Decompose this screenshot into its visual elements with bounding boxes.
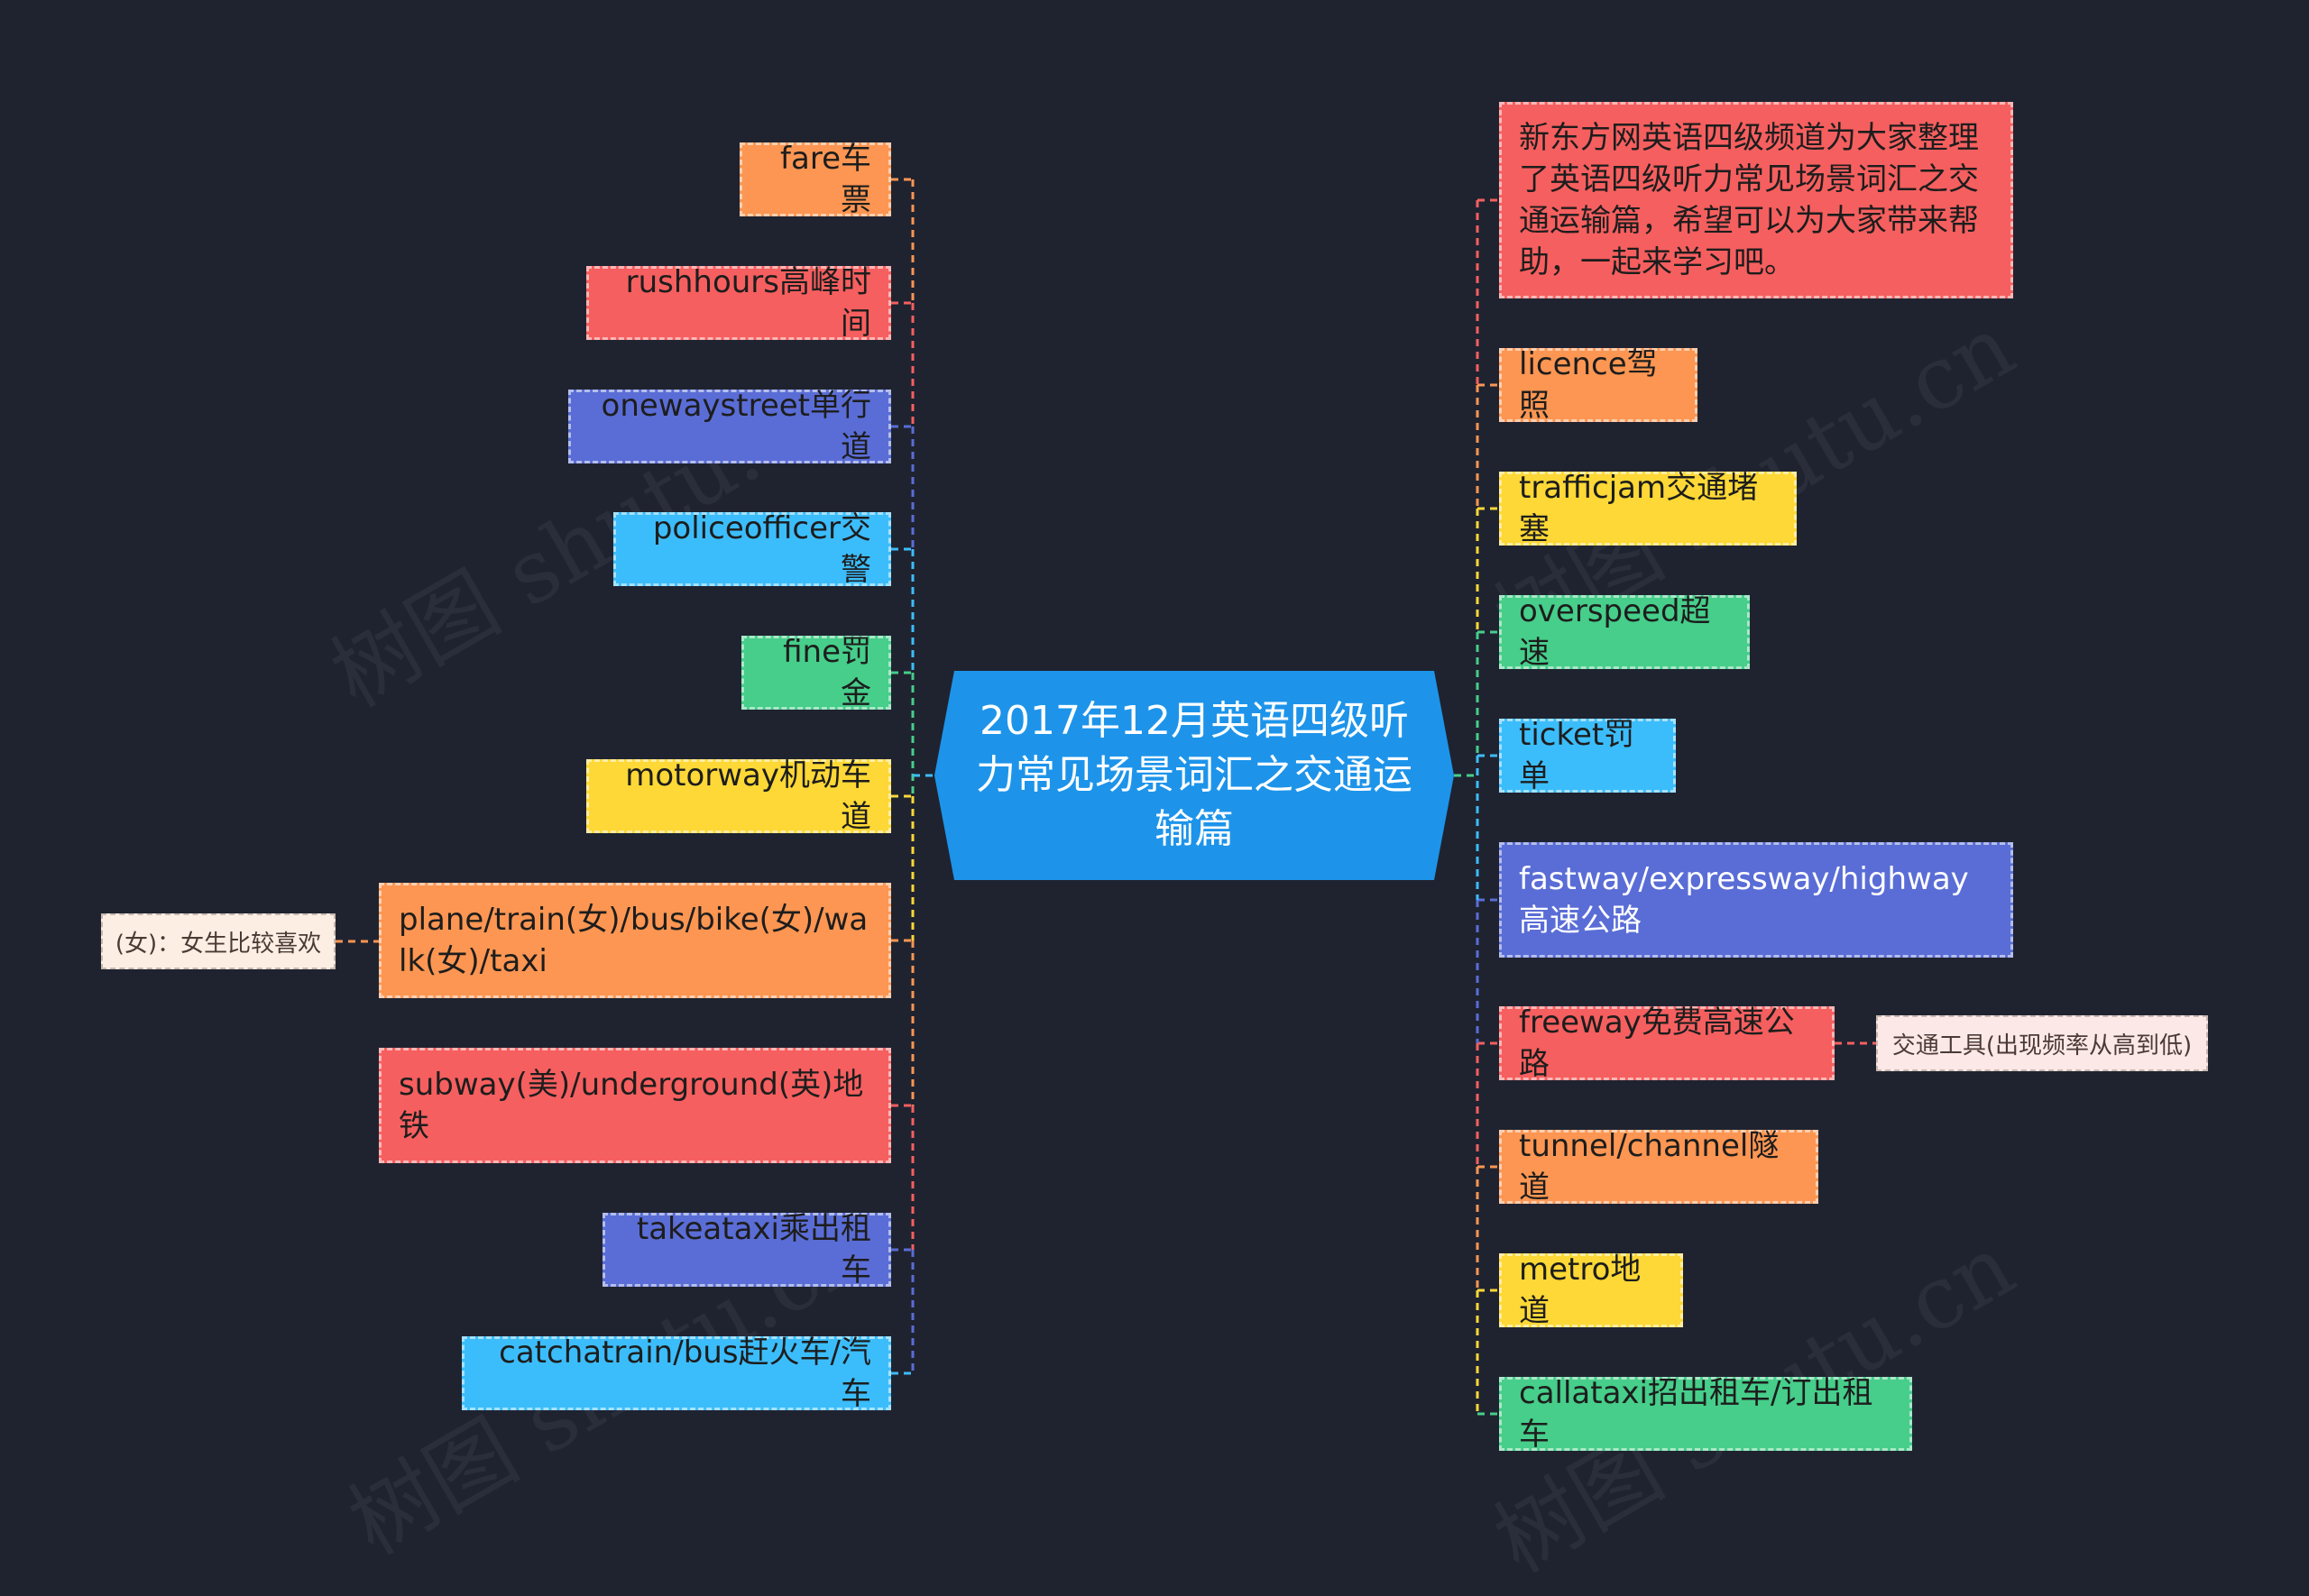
node-fastway[interactable]: fastway/expressway/highway高速公路 <box>1499 842 2013 958</box>
node-fine[interactable]: fine罚金 <box>741 634 891 711</box>
node-motorway[interactable]: motorway机动车道 <box>586 757 891 835</box>
node-overspeed[interactable]: overspeed超速 <box>1499 593 1750 671</box>
mind-map-canvas: 树图 shutu.cn 树图 shutu.cn 树图 shutu.cn 树图 s… <box>101 102 2208 1592</box>
node-rushhours[interactable]: rushhours高峰时间 <box>586 264 891 342</box>
node-transport-modes[interactable]: plane/train(女)/bus/bike(女)/walk(女)/taxi <box>379 883 891 998</box>
node-intro[interactable]: 新东方网英语四级频道为大家整理了英语四级听力常见场景词汇之交通运输篇，希望可以为… <box>1499 102 2013 298</box>
node-takeataxi[interactable]: takeataxi乘出租车 <box>603 1211 891 1289</box>
node-trafficjam[interactable]: trafficjam交通堵塞 <box>1499 470 1797 547</box>
node-ticket[interactable]: ticket罚单 <box>1499 717 1676 794</box>
note-female[interactable]: (女)：女生比较喜欢 <box>101 913 336 969</box>
node-fare[interactable]: fare车票 <box>740 141 891 218</box>
central-topic[interactable]: 2017年12月英语四级听力常见场景词汇之交通运输篇 <box>934 671 1454 880</box>
node-policeofficer[interactable]: policeofficer交警 <box>613 510 891 588</box>
node-catchatrain[interactable]: catchatrain/bus赶火车/汽车 <box>462 1335 891 1412</box>
node-callataxi[interactable]: callataxi招出租车/订出租车 <box>1499 1375 1912 1453</box>
note-transport[interactable]: 交通工具(出现频率从高到低) <box>1876 1015 2208 1071</box>
node-subway[interactable]: subway(美)/underground(英)地铁 <box>379 1048 891 1163</box>
node-licence[interactable]: licence驾照 <box>1499 346 1697 424</box>
node-onewaystreet[interactable]: onewaystreet单行道 <box>568 388 891 465</box>
node-tunnel[interactable]: tunnel/channel隧道 <box>1499 1128 1818 1206</box>
connector-lines <box>336 178 1876 1416</box>
node-metro[interactable]: metro地道 <box>1499 1252 1683 1329</box>
node-freeway[interactable]: freeway免费高速公路 <box>1499 1004 1835 1082</box>
